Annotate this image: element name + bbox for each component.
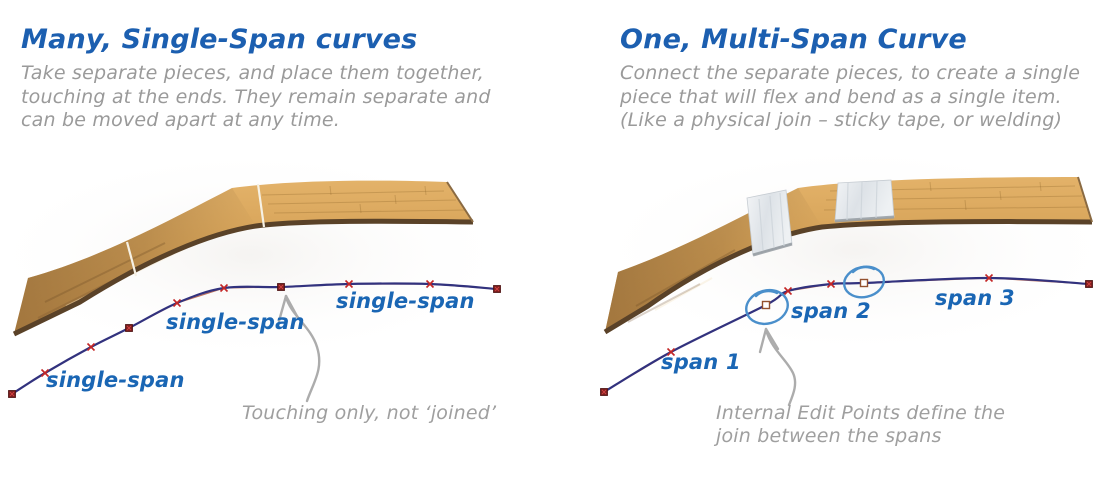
right-desc-line-2: piece that will flex and bend as a singl… bbox=[620, 85, 1062, 108]
right-slope-grain bbox=[627, 249, 736, 323]
span-1-label: span 1 bbox=[661, 350, 741, 374]
internal-note-line-1: Internal Edit Points define the bbox=[716, 402, 1006, 424]
edit-point-x-marker bbox=[666, 347, 676, 357]
photo-wash-right bbox=[580, 140, 1100, 360]
right-wood-edge bbox=[603, 219, 1093, 335]
single-span-label-2: single-span bbox=[166, 310, 305, 334]
internal-edit-points-annotation: Internal Edit Points define the join bet… bbox=[716, 402, 1005, 448]
edit-point-x-marker bbox=[86, 342, 96, 352]
right-panel-title: One, Multi-Span Curve bbox=[620, 24, 967, 55]
left-panel-title: Many, Single-Span curves bbox=[21, 24, 418, 55]
span-endpoint-marker bbox=[8, 390, 16, 398]
right-wood-ramp bbox=[603, 176, 1093, 335]
right-desc-line-1: Connect the separate pieces, to create a… bbox=[620, 62, 1081, 84]
span-3-label: span 3 bbox=[935, 286, 1015, 310]
left-plank-grain bbox=[261, 185, 467, 214]
edit-point-x-marker bbox=[984, 273, 994, 283]
left-desc-line-3: can be moved apart at any time. bbox=[21, 109, 341, 131]
edit-point-x-marker bbox=[344, 279, 354, 289]
left-wood-seam-1 bbox=[125, 241, 138, 277]
span-endpoint-marker bbox=[125, 324, 133, 332]
edit-point-x-marker bbox=[172, 298, 182, 308]
right-wood-surface bbox=[605, 177, 1092, 332]
left-wood-ramp bbox=[12, 180, 474, 337]
join-highlight-circle-1 bbox=[745, 288, 789, 326]
span-2-label: span 2 bbox=[791, 299, 871, 323]
span-endpoint-marker bbox=[493, 285, 501, 293]
left-desc-line-2: touching at the ends. They remain separa… bbox=[21, 85, 491, 108]
edit-point-x-marker bbox=[783, 286, 793, 296]
single-span-label-3: single-span bbox=[336, 289, 475, 313]
single-span-label-1: single-span bbox=[46, 368, 185, 392]
right-panel-description: Connect the separate pieces, to create a… bbox=[620, 62, 1080, 133]
left-span-curves bbox=[8, 279, 501, 398]
edit-point-x-marker bbox=[219, 283, 229, 293]
touching-arrow bbox=[277, 294, 321, 403]
touching-annotation: Touching only, not ‘joined’ bbox=[242, 402, 497, 424]
left-wood-end-cut bbox=[446, 181, 474, 223]
right-wood-end-cut bbox=[1077, 176, 1093, 223]
tape-patch-1 bbox=[746, 189, 793, 257]
join-highlight-circle-2 bbox=[842, 265, 886, 299]
left-wood-slope-shade bbox=[14, 188, 256, 334]
edit-point-x-marker bbox=[40, 368, 50, 378]
span-endpoint-marker bbox=[600, 388, 608, 396]
edit-point-x-marker bbox=[425, 279, 435, 289]
tape-patch-2 bbox=[834, 179, 895, 223]
span-endpoint-marker bbox=[277, 283, 285, 291]
left-desc-line-1: Take separate pieces, and place them tog… bbox=[21, 62, 485, 84]
left-span-curves-curve bbox=[11, 282, 498, 395]
left-wood-edge bbox=[12, 218, 474, 337]
left-panel-description: Take separate pieces, and place them tog… bbox=[21, 62, 491, 133]
span-endpoint-marker bbox=[1085, 280, 1093, 288]
span-endpoint-marker bbox=[761, 300, 771, 310]
right-multispan-curve bbox=[600, 273, 1093, 396]
edit-point-x-marker bbox=[826, 279, 836, 289]
left-wood-seam-2 bbox=[256, 183, 266, 228]
internal-edit-point-arrow bbox=[758, 327, 797, 407]
internal-note-line-2: join between the spans bbox=[716, 425, 942, 447]
curves-layer bbox=[8, 273, 1093, 398]
span-endpoint-marker bbox=[859, 278, 869, 288]
right-desc-line-3: (Like a physical join – sticky tape, or … bbox=[620, 109, 1063, 131]
